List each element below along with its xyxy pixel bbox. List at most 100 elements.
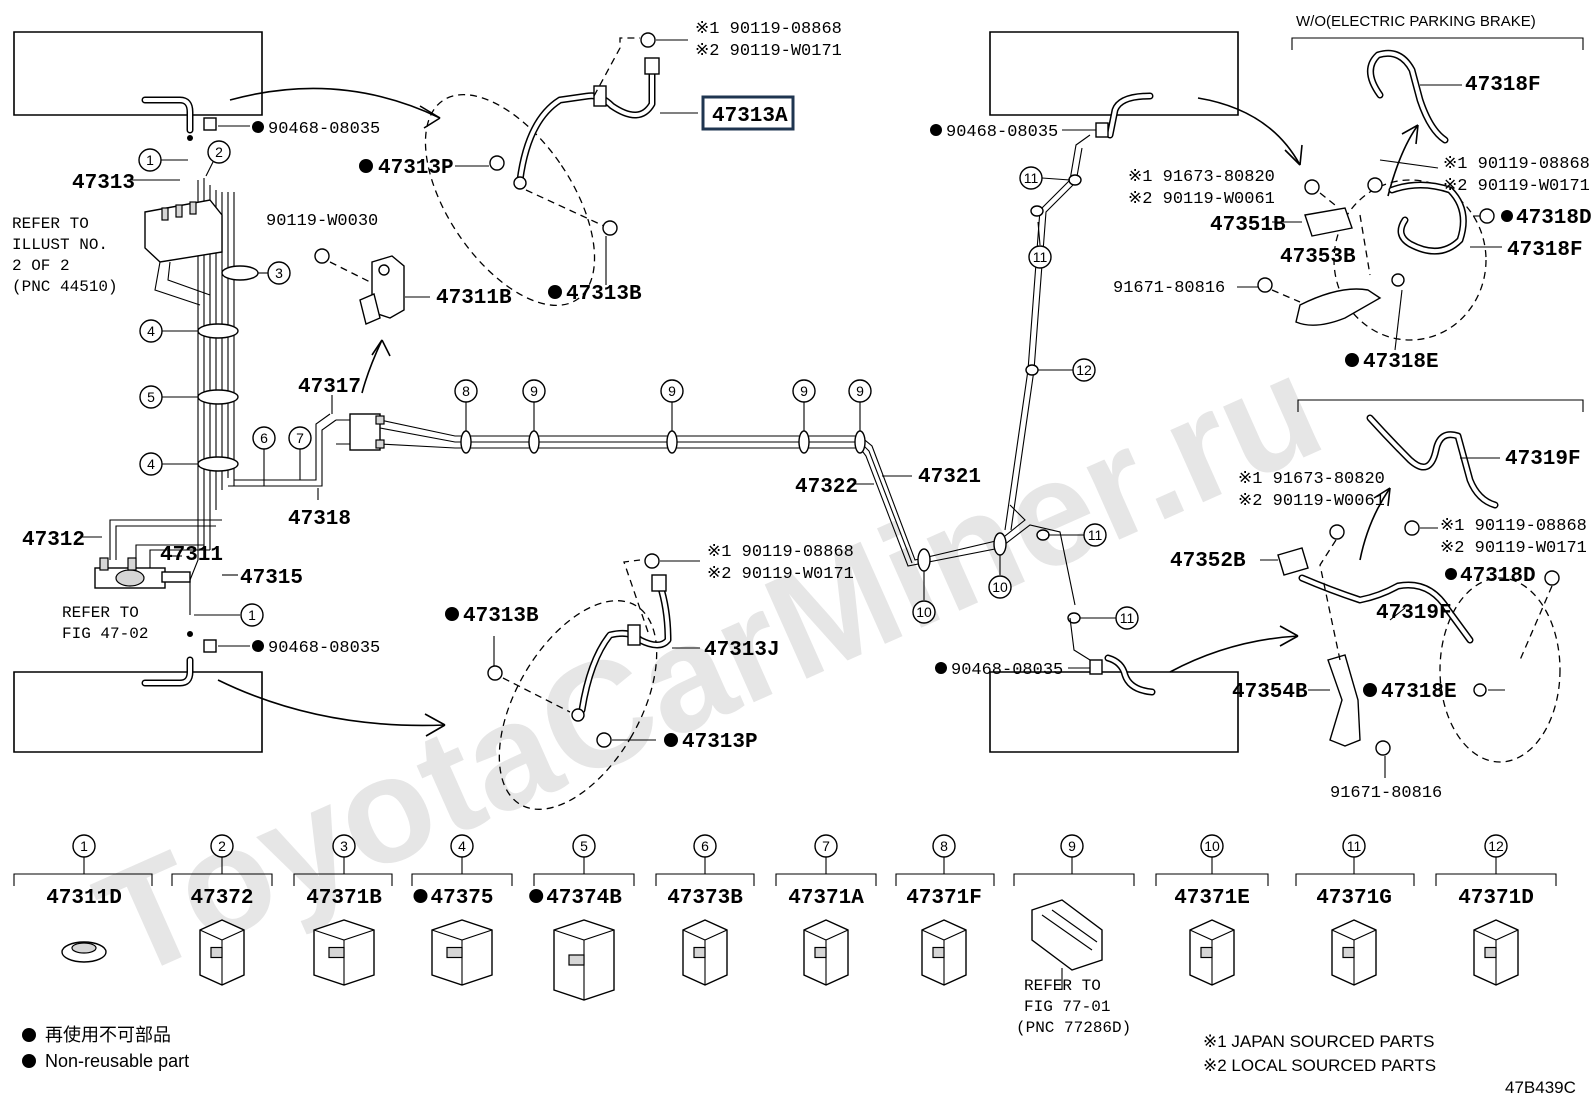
nonreusable-dot (529, 889, 544, 903)
part-number: 47371G (1316, 887, 1392, 910)
part-bracket (1155, 873, 1269, 886)
callouts-left: 1 2 3 4 5 4 6 7 1 (82, 140, 333, 627)
svg-text:11: 11 (1088, 527, 1103, 543)
label-j1-90119-08868-mid: ※1 90119-08868 (707, 543, 854, 562)
label-47318E-a: 47318E (1363, 351, 1439, 374)
callouts-center: 8 9 9 9 9 10 10 (454, 379, 1012, 624)
part-bracket (775, 873, 877, 886)
svg-text:11: 11 (1120, 610, 1135, 626)
label-47317: 47317 (298, 376, 361, 399)
callout-number: 10 (1204, 838, 1220, 854)
svg-text:6: 6 (260, 430, 268, 446)
svg-text:4: 4 (147, 323, 155, 339)
part-number: 47373B (667, 887, 743, 910)
svg-text:7: 7 (296, 430, 304, 446)
svg-text:8: 8 (462, 383, 470, 399)
callout-number: 11 (1347, 838, 1362, 854)
label-47351B: 47351B (1210, 214, 1286, 237)
note-refer-fig-77-01: REFER TO FIG 77-01 (PNC 77286D) (1016, 977, 1131, 1037)
clip-47313P-bottom (596, 732, 612, 748)
callout-number: 3 (340, 838, 348, 854)
callout-number: 8 (940, 838, 948, 854)
callout-number: 1 (80, 838, 88, 854)
svg-text:12: 12 (1076, 362, 1092, 378)
callout-number: 7 (822, 838, 830, 854)
bolt-90119-08868-d (1404, 520, 1420, 536)
label-47315: 47315 (240, 567, 303, 590)
clip-part-1: 1 47311D (13, 834, 153, 963)
callout-number: 5 (580, 838, 588, 854)
bolt-90119-08868-mid (644, 553, 660, 569)
svg-text:9: 9 (530, 383, 538, 399)
clip-part-10: 10 47371E (1155, 834, 1269, 986)
label-47311: 47311 (160, 544, 223, 567)
brake-actuator (144, 199, 223, 306)
svg-text:2 OF 2: 2 OF 2 (12, 257, 70, 275)
label-r-j1-91673-80820-a: ※1 91673-80820 (1128, 168, 1275, 187)
svg-text:5: 5 (147, 389, 155, 405)
part-number: 47311D (46, 887, 122, 910)
callout-number: 4 (458, 838, 466, 854)
part-bracket (411, 873, 513, 886)
label-47318F-a: 47318F (1465, 74, 1541, 97)
part-bracket (895, 873, 995, 886)
svg-text:11: 11 (1033, 249, 1048, 265)
svg-text:FIG 77-01: FIG 77-01 (1024, 998, 1110, 1016)
svg-text:10: 10 (916, 604, 932, 620)
label-47318F-b: 47318F (1507, 239, 1583, 262)
clip-47318E-b (1473, 683, 1487, 697)
svg-text:9: 9 (800, 383, 808, 399)
label-47318E-b: 47318E (1381, 681, 1457, 704)
hose-47313A (516, 66, 656, 184)
svg-text:REFER TO: REFER TO (12, 215, 89, 233)
label-47319F-a: 47319F (1505, 448, 1581, 471)
svg-text:2: 2 (215, 144, 223, 160)
arrow-to-rear-right (1197, 97, 1301, 166)
clip-part-5: 5 47374B (529, 834, 635, 1001)
part-number: 47372 (191, 887, 254, 910)
part-bracket (1295, 873, 1415, 886)
bracket-wo-epb-top (1291, 37, 1584, 50)
part-number: 47374B (546, 887, 622, 910)
bracket-47354B (1327, 654, 1361, 747)
note-local-sourced: ※2 LOCAL SOURCED PARTS (1203, 1056, 1436, 1075)
callout-number: 12 (1488, 838, 1504, 854)
clip-part-11: 11 47371G (1295, 834, 1415, 986)
highlight-box-47313A[interactable] (701, 95, 795, 131)
legend-jp: 再使用不可部品 (45, 1025, 171, 1045)
part-number: 47371F (906, 887, 982, 910)
clip-part-2: 2 47372 (171, 834, 273, 986)
callout-number: 2 (218, 838, 226, 854)
bolt-91671-80816-a (1257, 277, 1273, 293)
bracket-47351B (1304, 207, 1353, 237)
grommet-3 (221, 265, 259, 281)
label-47318: 47318 (288, 508, 351, 531)
svg-text:ILLUST NO.: ILLUST NO. (12, 236, 108, 254)
label-91671-80816-b: 91671-80816 (1330, 784, 1442, 803)
svg-text:10: 10 (992, 579, 1008, 595)
pipe-rear-right (1004, 122, 1109, 675)
part-number: 47371E (1174, 887, 1250, 910)
part-number: 47371D (1458, 887, 1534, 910)
arrow-to-47313J (217, 679, 446, 727)
diagram-code: 47B439C (1505, 1078, 1576, 1097)
label-j1-90119-08868-top: ※1 90119-08868 (695, 20, 842, 39)
clip-part-12: 12 47371D (1435, 834, 1557, 986)
label-47313J: 47313J (704, 639, 780, 662)
callouts-right-pipe: 11 11 12 11 11 (1019, 166, 1139, 630)
detail-circle-rear-left (1439, 577, 1561, 763)
svg-text:(PNC 77286D): (PNC 77286D) (1016, 1019, 1131, 1037)
label-47318D-b: 47318D (1460, 565, 1536, 588)
detail-circle-top (424, 93, 596, 307)
label-r-j2-90119-W0061-c: ※2 90119-W0061 (1238, 492, 1385, 511)
label-91671-80816-a: 91671-80816 (1113, 279, 1225, 298)
label-47313A[interactable]: 47313A (712, 105, 788, 128)
part-bracket (655, 873, 755, 886)
label-90468-08035-top-right: 90468-08035 (946, 123, 1058, 142)
note-japan-sourced: ※1 JAPAN SOURCED PARTS (1203, 1032, 1435, 1051)
clamp-5 (197, 389, 239, 405)
label-j2-90119-W0171-top: ※2 90119-W0171 (695, 42, 842, 61)
